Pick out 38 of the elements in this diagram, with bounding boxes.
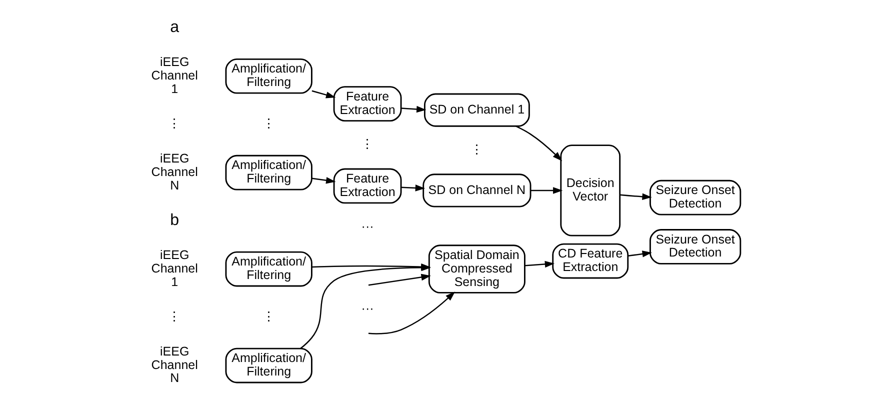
node-box: Seizure Onset Detection	[650, 229, 742, 264]
arrow	[368, 274, 431, 286]
label: ···	[361, 302, 374, 316]
label: ⋮	[361, 137, 374, 152]
node-box: Seizure Onset Detection	[650, 180, 742, 216]
arrow	[401, 184, 426, 192]
node-box: Feature Extraction	[333, 86, 402, 122]
node-box: SD on Channel 1	[424, 93, 530, 127]
node-label: iEEG Channel N	[151, 344, 198, 386]
label: ⋮	[470, 142, 484, 157]
node-label: iEEG Channel 1	[151, 55, 198, 96]
arrow	[516, 126, 562, 162]
label: ⋮	[168, 116, 182, 131]
arrow	[620, 193, 652, 200]
label: a	[170, 18, 180, 36]
node-label: iEEG Channel N	[151, 151, 198, 192]
arrow	[312, 90, 336, 98]
node-box: Amplification/ Filtering	[225, 154, 312, 190]
label: ⋮	[168, 310, 182, 324]
arrow	[312, 177, 336, 184]
arrow	[628, 250, 652, 258]
node-box: Spatial Domain Compressed Sensing	[428, 244, 526, 294]
arrow	[524, 260, 555, 268]
label: ···	[361, 219, 374, 234]
label: b	[170, 210, 180, 229]
label: ⋮	[262, 116, 276, 131]
arrow	[401, 106, 426, 113]
arrow	[368, 292, 456, 334]
node-box: Decision Vector	[560, 144, 621, 236]
node-box: CD Feature Extraction	[552, 243, 629, 279]
node-box: Amplification/ Filtering	[225, 348, 312, 384]
node-box: Feature Extraction	[333, 168, 402, 204]
node-label: iEEG Channel 1	[151, 248, 198, 289]
arrow	[530, 187, 563, 194]
node-box: Amplification/ Filtering	[225, 58, 312, 94]
label: ⋮	[262, 310, 276, 324]
node-box: Amplification/ Filtering	[225, 251, 312, 287]
node-box: SD on Channel N	[422, 174, 532, 208]
